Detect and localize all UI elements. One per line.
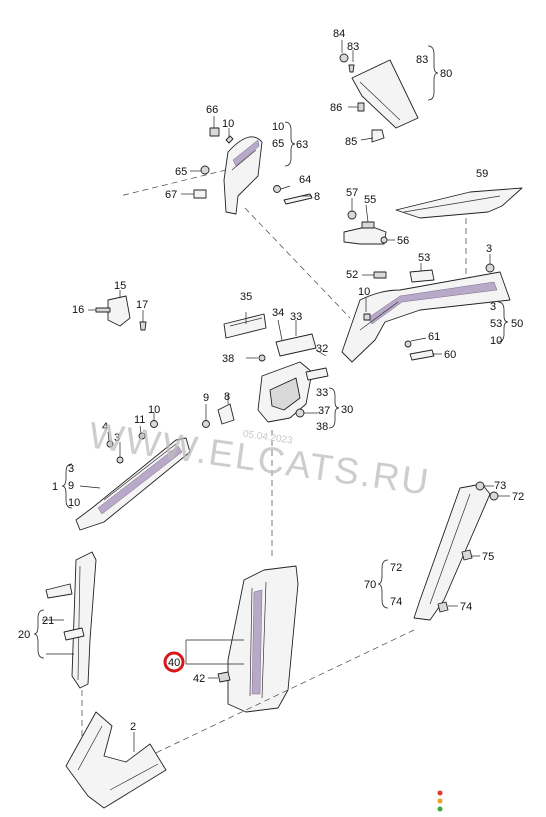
part-group-20 (33, 551, 97, 689)
label-61[interactable]: 61 (428, 331, 440, 343)
label-73[interactable]: 73 (494, 480, 506, 492)
part-group-63 (181, 116, 313, 215)
label-66[interactable]: 66 (206, 104, 218, 116)
part-group-80 (339, 40, 439, 143)
label-65[interactable]: 65 (175, 166, 187, 178)
label-38-group30[interactable]: 38 (316, 421, 328, 433)
label-35[interactable]: 35 (240, 291, 252, 303)
label-38[interactable]: 38 (222, 353, 234, 365)
dashed-connector-e (119, 629, 415, 771)
label-50[interactable]: 50 (511, 318, 523, 330)
label-9[interactable]: 9 (203, 392, 209, 404)
part-group-55 (343, 198, 395, 245)
label-63[interactable]: 63 (296, 139, 308, 151)
status-dot-green (437, 806, 443, 812)
label-86[interactable]: 86 (330, 102, 342, 114)
label-57[interactable]: 57 (346, 187, 358, 199)
label-70[interactable]: 70 (364, 579, 376, 591)
label-3-right[interactable]: 3 (486, 243, 492, 255)
label-52[interactable]: 52 (346, 269, 358, 281)
label-15[interactable]: 15 (114, 280, 126, 292)
label-85[interactable]: 85 (345, 136, 357, 148)
label-53[interactable]: 53 (418, 252, 430, 264)
label-55[interactable]: 55 (364, 194, 376, 206)
dashed-connector-a (119, 169, 227, 197)
highlight-ring-40 (163, 651, 185, 673)
label-84[interactable]: 84 (333, 28, 345, 40)
dashed-connector-b (244, 207, 351, 319)
part-group-2 (65, 711, 167, 809)
label-30[interactable]: 30 (341, 404, 353, 416)
part-group-30 (223, 312, 340, 429)
label-8-top[interactable]: 8 (314, 191, 320, 203)
label-16[interactable]: 16 (72, 304, 84, 316)
label-40[interactable]: 40 (168, 657, 180, 669)
label-2[interactable]: 2 (130, 721, 136, 733)
label-4[interactable]: 4 (102, 421, 108, 433)
label-8-mid[interactable]: 8 (224, 391, 230, 403)
label-10-mid[interactable]: 10 (148, 404, 160, 416)
label-80[interactable]: 80 (440, 68, 452, 80)
label-65-group63[interactable]: 65 (272, 138, 284, 150)
part-group-40 (185, 565, 299, 713)
label-10-top[interactable]: 10 (222, 118, 234, 130)
label-10-group50[interactable]: 10 (490, 335, 502, 347)
status-dot-orange (437, 798, 443, 804)
label-74[interactable]: 74 (460, 601, 472, 613)
label-9-group1[interactable]: 9 (68, 480, 74, 492)
label-72[interactable]: 72 (512, 491, 524, 503)
status-dots (437, 790, 443, 812)
label-3-group50[interactable]: 3 (490, 301, 496, 313)
label-3-mid[interactable]: 3 (114, 432, 120, 444)
label-1[interactable]: 1 (52, 481, 58, 493)
label-34[interactable]: 34 (272, 307, 284, 319)
part-group-1 (61, 394, 235, 531)
label-83-group[interactable]: 83 (416, 54, 428, 66)
label-17[interactable]: 17 (136, 299, 148, 311)
part-group-15 (88, 290, 147, 331)
label-83[interactable]: 83 (347, 41, 359, 53)
label-11[interactable]: 11 (134, 414, 145, 426)
label-42[interactable]: 42 (193, 673, 205, 685)
label-10-group63[interactable]: 10 (272, 121, 284, 133)
part-group-70 (377, 481, 510, 621)
label-10-group1[interactable]: 10 (68, 497, 80, 509)
status-dot-red (437, 790, 443, 796)
part-group-50 (341, 187, 523, 363)
label-59[interactable]: 59 (476, 168, 488, 180)
label-33[interactable]: 33 (290, 311, 302, 323)
label-33-group30[interactable]: 33 (316, 387, 328, 399)
label-20[interactable]: 20 (18, 629, 30, 641)
label-37[interactable]: 37 (318, 405, 330, 417)
label-67[interactable]: 67 (165, 189, 177, 201)
label-56[interactable]: 56 (397, 235, 409, 247)
label-53-group50[interactable]: 53 (490, 318, 502, 330)
label-32[interactable]: 32 (316, 343, 328, 355)
label-10-right[interactable]: 10 (358, 286, 370, 298)
label-64[interactable]: 64 (299, 174, 311, 186)
label-72-group70[interactable]: 72 (390, 562, 402, 574)
label-21[interactable]: 21 (42, 615, 54, 627)
label-74-group70[interactable]: 74 (390, 596, 402, 608)
label-3-group1[interactable]: 3 (68, 463, 74, 475)
label-60[interactable]: 60 (444, 349, 456, 361)
label-75[interactable]: 75 (482, 551, 494, 563)
